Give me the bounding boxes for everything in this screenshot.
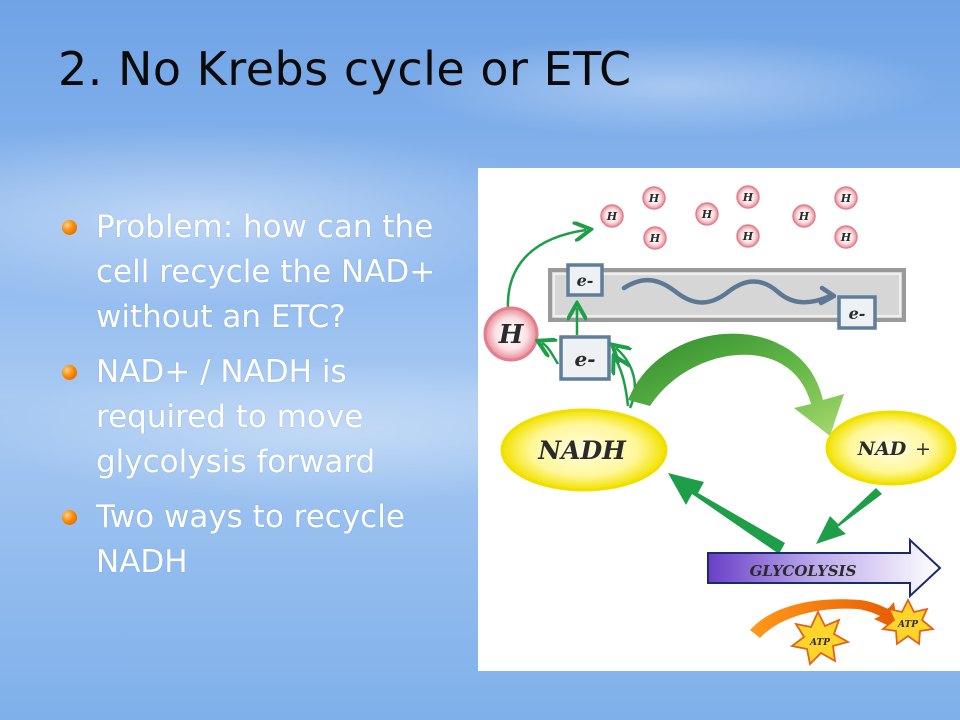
svg-text:NADH: NADH bbox=[537, 436, 627, 465]
bullet-dot-icon bbox=[62, 220, 77, 235]
svg-text:e-: e- bbox=[849, 304, 866, 323]
hydrogen-release-arrow bbox=[542, 343, 560, 365]
atp-production-arrow bbox=[750, 599, 898, 638]
svg-text:H: H bbox=[649, 232, 661, 245]
svg-text:GLYCOLYSIS: GLYCOLYSIS bbox=[750, 562, 857, 580]
electron-release-arrow bbox=[616, 360, 628, 407]
atp-burst-icon: ATP bbox=[789, 609, 851, 666]
diagram-canvas: H H H H H H H H H e- e- e- bbox=[483, 185, 957, 666]
hydrogen-icon: H bbox=[483, 306, 539, 362]
membrane-bar bbox=[548, 268, 906, 322]
svg-text:H: H bbox=[742, 191, 754, 204]
nad-consumption-arrow bbox=[816, 488, 882, 544]
bullet-item: Problem: how can the cell recycle the NA… bbox=[60, 205, 470, 340]
svg-text:H: H bbox=[798, 210, 810, 223]
electron-box: e- bbox=[837, 295, 877, 330]
proton-icon: H bbox=[643, 226, 667, 250]
proton-icon: H bbox=[792, 204, 816, 228]
nadh-production-arrow bbox=[668, 473, 785, 554]
nad-plus-molecule: NAD + bbox=[825, 410, 957, 486]
oxidation-arrow bbox=[628, 333, 844, 436]
glycolysis-arrow: GLYCOLYSIS bbox=[707, 537, 942, 599]
svg-text:NAD: NAD bbox=[857, 438, 907, 460]
svg-text:H: H bbox=[648, 192, 660, 205]
svg-text:ATP: ATP bbox=[809, 638, 830, 648]
proton-icon: H bbox=[736, 224, 760, 248]
bullet-dot-icon bbox=[62, 510, 77, 525]
bullet-item: NAD+ / NADH is required to move glycolys… bbox=[60, 350, 470, 485]
bullet-text: Two ways to recycle NADH bbox=[96, 499, 405, 580]
bullet-dot-icon bbox=[62, 365, 77, 380]
nadh-recycling-diagram: H H H H H H H H H e- e- e- bbox=[478, 168, 960, 671]
svg-text:H: H bbox=[498, 320, 525, 350]
electron-box: e- bbox=[559, 335, 611, 381]
proton-release-arrow bbox=[506, 230, 586, 311]
proton-icon: H bbox=[736, 185, 760, 209]
proton-icon: H bbox=[695, 202, 719, 226]
electron-flow-path bbox=[621, 278, 833, 305]
atp-burst-icon: ATP bbox=[880, 597, 936, 646]
svg-text:ATP: ATP bbox=[897, 620, 918, 630]
proton-cluster: H H H H H H H H H bbox=[600, 185, 858, 250]
svg-text:+: + bbox=[915, 438, 931, 460]
svg-text:e-: e- bbox=[574, 347, 595, 371]
nadh-molecule: NADH bbox=[500, 408, 668, 492]
svg-text:H: H bbox=[742, 230, 754, 243]
proton-icon: H bbox=[600, 204, 624, 228]
svg-text:e-: e- bbox=[577, 271, 594, 290]
svg-text:H: H bbox=[606, 210, 618, 223]
svg-text:H: H bbox=[840, 192, 852, 205]
slide-title: 2. No Krebs cycle or ETC bbox=[58, 42, 632, 96]
svg-text:H: H bbox=[840, 231, 852, 244]
proton-icon: H bbox=[834, 225, 858, 249]
bullet-text: NAD+ / NADH is required to move glycolys… bbox=[96, 354, 376, 480]
electron-box: e- bbox=[566, 263, 604, 297]
svg-text:H: H bbox=[701, 208, 713, 221]
bullet-list: Problem: how can the cell recycle the NA… bbox=[60, 205, 470, 595]
bullet-item: Two ways to recycle NADH bbox=[60, 495, 470, 585]
bullet-text: Problem: how can the cell recycle the NA… bbox=[96, 209, 436, 335]
proton-icon: H bbox=[642, 186, 666, 210]
proton-icon: H bbox=[834, 186, 858, 210]
